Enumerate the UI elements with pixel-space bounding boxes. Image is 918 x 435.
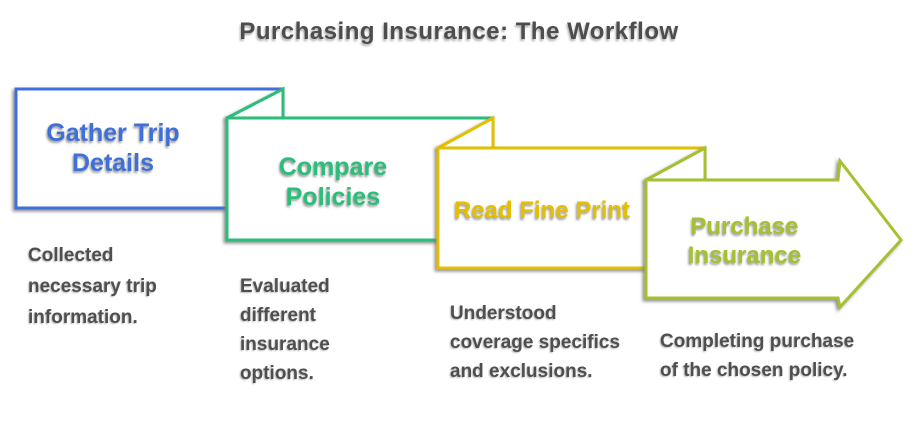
step-1-description: Collected necessary trip information. xyxy=(28,245,157,328)
step-4-description: Completing purchase of the chosen policy… xyxy=(660,331,855,381)
step-4-label: Purchase Insurance xyxy=(687,213,802,269)
step-2-description: Evaluated different insurance options. xyxy=(240,276,330,384)
step-3-description: Understood coverage specifics and exclus… xyxy=(450,303,621,382)
step-2-label: Compare Policies xyxy=(278,153,388,211)
diagram-title: Purchasing Insurance: The Workflow xyxy=(239,18,679,45)
step-4-arrow-shape xyxy=(644,157,903,311)
step-1-label: Gather Trip Details xyxy=(46,119,180,177)
step-3-label: Read Fine Print xyxy=(453,197,631,224)
